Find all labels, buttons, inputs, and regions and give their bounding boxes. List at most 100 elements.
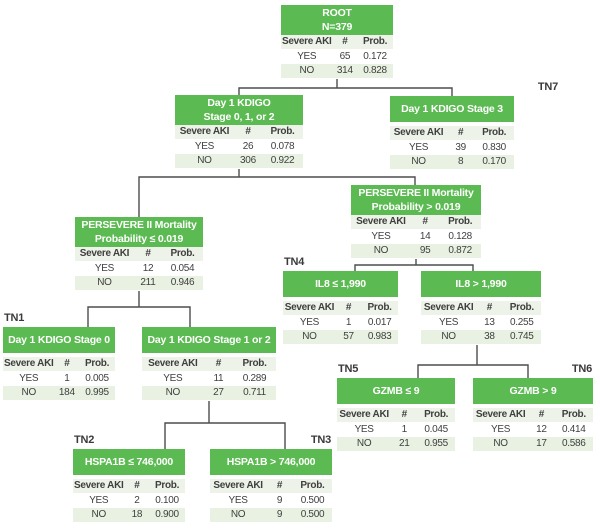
node-split-header: IL8 ≤ 1,990: [283, 271, 398, 297]
col-header-prob: Prob.: [170, 248, 195, 259]
node-split-header: GZMB > 9: [473, 378, 593, 404]
node-probability-table: Severe AKI # Prob. YES 39 0.830 NO 8 0.1…: [390, 126, 514, 170]
table-header-row: Severe AKI # Prob.: [175, 125, 303, 139]
table-row-yes: YES 1 0.005: [3, 371, 115, 386]
yes-count: 13: [484, 316, 495, 328]
yes-prob: 0.054: [170, 262, 195, 274]
no-prob: 0.170: [482, 156, 506, 168]
node-probability-table: Severe AKI # Prob. YES 1 0.005 NO 184 0.…: [3, 357, 115, 401]
row-label-yes: YES: [228, 494, 248, 506]
yes-prob: 0.414: [562, 423, 586, 435]
table-row-no: NO 184 0.995: [3, 386, 115, 401]
col-header-group: Severe AKI: [282, 36, 332, 47]
terminal-node-label: TN7: [537, 81, 558, 93]
col-header-count: #: [64, 358, 70, 369]
col-header-count: #: [345, 302, 352, 313]
no-prob: 0.872: [448, 245, 472, 257]
yes-count: 1: [64, 372, 70, 384]
no-prob: 0.922: [270, 155, 295, 167]
col-header-group: Severe AKI: [213, 480, 263, 491]
tree-node-il8-le: TN4 IL8 ≤ 1,990 Severe AKI # Prob. YES 1…: [283, 256, 398, 345]
table-row-no: NO 211 0.946: [75, 276, 203, 291]
table-row-yes: YES 12 0.054: [75, 261, 203, 276]
col-header-count: #: [342, 36, 348, 47]
table-row-no: NO 314 0.828: [281, 64, 393, 79]
table-row-no: NO 38 0.745: [421, 330, 541, 345]
yes-count: 11: [213, 372, 224, 384]
no-prob: 0.946: [170, 277, 195, 289]
col-header-prob: Prob.: [300, 480, 325, 491]
yes-prob: 0.128: [448, 230, 472, 242]
no-prob: 0.745: [510, 331, 534, 343]
col-header-count: #: [134, 480, 140, 491]
tree-node-kdigo12: Day 1 KDIGO Stage 1 or 2 Severe AKI # Pr…: [142, 327, 276, 401]
yes-count: 1: [401, 423, 408, 435]
row-label-no: NO: [197, 155, 212, 167]
row-label-no: NO: [97, 277, 112, 289]
col-header-count: #: [245, 126, 251, 137]
no-count: 306: [240, 155, 256, 167]
table-row-no: NO 27 0.711: [142, 386, 276, 401]
col-header-count: #: [401, 409, 408, 420]
node-split-header: HSPA1B ≤ 746,000: [73, 449, 185, 475]
table-row-yes: YES 13 0.255: [421, 315, 541, 330]
row-label-yes: YES: [194, 140, 214, 152]
node-probability-table: Severe AKI # Prob. YES 12 0.054 NO 211 0…: [75, 247, 203, 291]
row-label-no: NO: [356, 438, 372, 450]
node-probability-table: Severe AKI # Prob. YES 9 0.500 NO 9 0.50…: [210, 479, 332, 523]
row-label-no: NO: [373, 245, 389, 257]
tree-node-kdigo3: TN7 Day 1 KDIGO Stage 3 Severe AKI # Pro…: [390, 81, 558, 170]
table-row-yes: YES 11 0.289: [142, 371, 276, 386]
node-probability-table: Severe AKI # Prob. YES 26 0.078 NO 306 0…: [175, 125, 303, 169]
col-header-prob: Prob.: [155, 480, 180, 491]
table-row-yes: YES 9 0.500: [210, 493, 332, 508]
table-header-row: Severe AKI # Prob.: [421, 301, 541, 315]
table-row-yes: YES 1 0.045: [337, 422, 455, 437]
col-header-prob: Prob.: [242, 358, 267, 369]
col-header-count: #: [422, 216, 428, 227]
no-count: 27: [213, 387, 224, 399]
table-header-row: Severe AKI # Prob.: [210, 479, 332, 493]
no-count: 184: [58, 387, 75, 399]
col-header-group: Severe AKI: [284, 302, 335, 313]
yes-prob: 0.045: [424, 423, 448, 435]
terminal-node-label: TN2: [74, 434, 95, 446]
col-header-prob: Prob.: [482, 127, 507, 138]
no-prob: 0.828: [363, 65, 387, 77]
row-label-no: NO: [165, 387, 181, 399]
yes-prob: 0.500: [300, 494, 325, 506]
table-row-no: NO 21 0.955: [337, 437, 455, 452]
table-row-yes: YES 12 0.414: [473, 422, 593, 437]
no-count: 8: [458, 156, 464, 168]
col-header-group: Severe AKI: [475, 409, 526, 420]
col-header-prob: Prob.: [448, 216, 473, 227]
table-row-no: NO 95 0.872: [351, 244, 481, 259]
terminal-node-label: TN3: [310, 434, 331, 446]
table-header-row: Severe AKI # Prob.: [3, 357, 115, 371]
connector-bracket-kdigo012: [138, 176, 416, 217]
yes-prob: 0.255: [510, 316, 534, 328]
col-header-group: Severe AKI: [393, 127, 444, 138]
tree-node-gzmb-gt: TN6 GZMB > 9 Severe AKI # Prob. YES 12 0…: [473, 363, 593, 452]
no-count: 57: [343, 331, 354, 343]
table-header-row: Severe AKI # Prob.: [390, 126, 514, 140]
row-label-no: NO: [21, 387, 37, 399]
row-label-yes: YES: [371, 230, 391, 242]
row-label-yes: YES: [19, 372, 39, 384]
col-header-prob: Prob.: [367, 302, 392, 313]
no-prob: 0.586: [562, 438, 586, 450]
row-label-no: NO: [302, 331, 317, 343]
row-label-yes: YES: [297, 50, 317, 62]
col-header-prob: Prob.: [270, 126, 295, 137]
yes-count: 1: [345, 316, 352, 328]
col-header-count: #: [145, 248, 151, 259]
table-header-row: Severe AKI # Prob.: [142, 357, 276, 371]
connector-bracket-root: [238, 87, 453, 96]
connector-bracket-pers-gt: [354, 264, 474, 271]
yes-count: 39: [455, 141, 466, 153]
row-label-no: NO: [91, 509, 107, 521]
